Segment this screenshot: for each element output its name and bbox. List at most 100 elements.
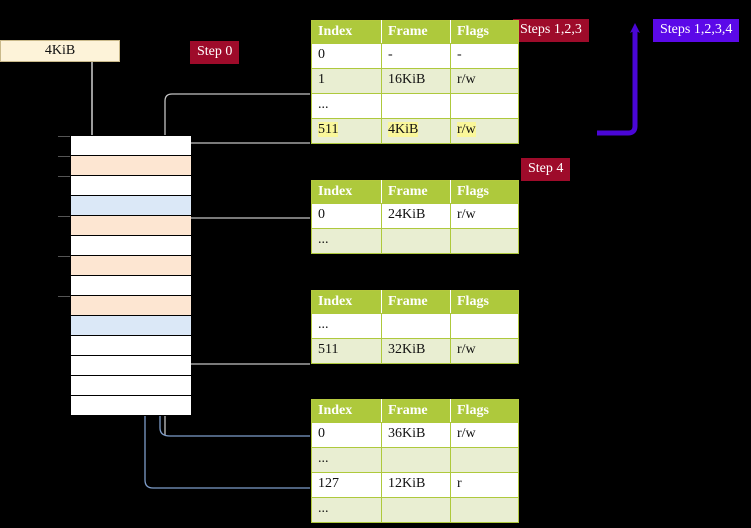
label-step-4: Step 4 — [521, 158, 571, 181]
column-header-flags: Flags — [450, 180, 519, 204]
cell-flags — [450, 228, 519, 254]
memory-frame-row — [71, 356, 191, 376]
column-header-flags: Flags — [450, 290, 519, 314]
column-header-frame: Frame — [381, 20, 451, 44]
violet-bracket-arrow — [597, 23, 640, 136]
cell-flags: r — [450, 472, 519, 498]
cell-index: ... — [311, 313, 382, 339]
highlighted-value: 511 — [318, 122, 339, 137]
table-row: ... — [311, 228, 519, 254]
cell-index: 0 — [311, 203, 382, 229]
memory-row-tick — [58, 256, 70, 257]
cell-frame: 12KiB — [381, 472, 451, 498]
cell-index: ... — [311, 93, 382, 119]
memory-frame-row — [71, 376, 191, 396]
memory-frame-row — [71, 336, 191, 356]
cell-frame: 32KiB — [381, 338, 451, 364]
memory-frame-row — [71, 136, 191, 156]
cell-index: ... — [311, 447, 382, 473]
memory-frame-row — [71, 316, 191, 336]
memory-frame-row — [71, 156, 191, 176]
cell-index: 1 — [311, 68, 382, 94]
cell-flags: - — [450, 43, 519, 69]
cell-frame — [381, 497, 451, 523]
cell-frame — [381, 93, 451, 119]
memory-frame-row — [71, 296, 191, 316]
column-header-flags: Flags — [450, 399, 519, 423]
cell-index: ... — [311, 228, 382, 254]
memory-frame-row — [71, 176, 191, 196]
cell-flags: r/w — [450, 68, 519, 94]
memory-frame-row — [71, 216, 191, 236]
column-header-index: Index — [311, 290, 382, 314]
cell-frame — [381, 228, 451, 254]
column-header-flags: Flags — [450, 20, 519, 44]
cell-flags — [450, 447, 519, 473]
cell-frame — [381, 313, 451, 339]
memory-row-tick — [58, 176, 70, 177]
memory-frame-row — [71, 276, 191, 296]
label-steps-1234: Steps 1,2,3,4 — [653, 19, 740, 42]
table-row: ... — [311, 497, 519, 523]
cell-index: ... — [311, 497, 382, 523]
memory-frame-row — [71, 256, 191, 276]
cell-index: 0 — [311, 422, 382, 448]
cell-frame — [381, 447, 451, 473]
memory-row-tick — [58, 136, 70, 137]
column-header-frame: Frame — [381, 180, 451, 204]
cell-flags — [450, 313, 519, 339]
cell-flags — [450, 93, 519, 119]
memory-frame-row — [71, 236, 191, 256]
memory-frame-row — [71, 196, 191, 216]
cell-flags: r/w — [450, 338, 519, 364]
memory-frame-row — [71, 396, 191, 416]
column-header-index: Index — [311, 20, 382, 44]
column-header-index: Index — [311, 180, 382, 204]
memory-row-tick — [58, 296, 70, 297]
cell-frame: 36KiB — [381, 422, 451, 448]
table-row: ... — [311, 93, 519, 119]
wire-pdpt-row0-to-memory — [174, 217, 310, 258]
cell-index: 127 — [311, 472, 382, 498]
cell-index: 511 — [311, 338, 382, 364]
cell-flags: r/w — [450, 203, 519, 229]
cell-frame: 16KiB — [381, 68, 451, 94]
table-row: ... — [311, 313, 519, 339]
highlighted-value: r/w — [457, 122, 476, 137]
wire-pt-row127-to-memory — [144, 415, 310, 489]
cell-frame: - — [381, 43, 451, 69]
memory-row-tick — [58, 216, 70, 217]
label-step-0: Step 0 — [190, 41, 240, 64]
table-row: 511 4KiB r/w — [311, 118, 519, 144]
wire-pd-row511-to-memory — [176, 290, 310, 365]
label-steps-123: Steps 1,2,3 — [513, 19, 589, 42]
memory-column — [58, 135, 191, 416]
cell-index: 511 — [311, 118, 382, 144]
column-header-index: Index — [311, 399, 382, 423]
table-row: ... — [311, 447, 519, 473]
highlighted-value: 4KiB — [388, 122, 419, 137]
page-size-box: 4KiB — [0, 40, 120, 62]
cell-frame: 4KiB — [381, 118, 451, 144]
cell-index: 0 — [311, 43, 382, 69]
column-header-frame: Frame — [381, 290, 451, 314]
cell-flags: r/w — [450, 422, 519, 448]
table-row: 0-- — [311, 43, 519, 69]
cell-frame: 24KiB — [381, 203, 451, 229]
cell-flags: r/w — [450, 118, 519, 144]
memory-row-tick — [58, 156, 70, 157]
